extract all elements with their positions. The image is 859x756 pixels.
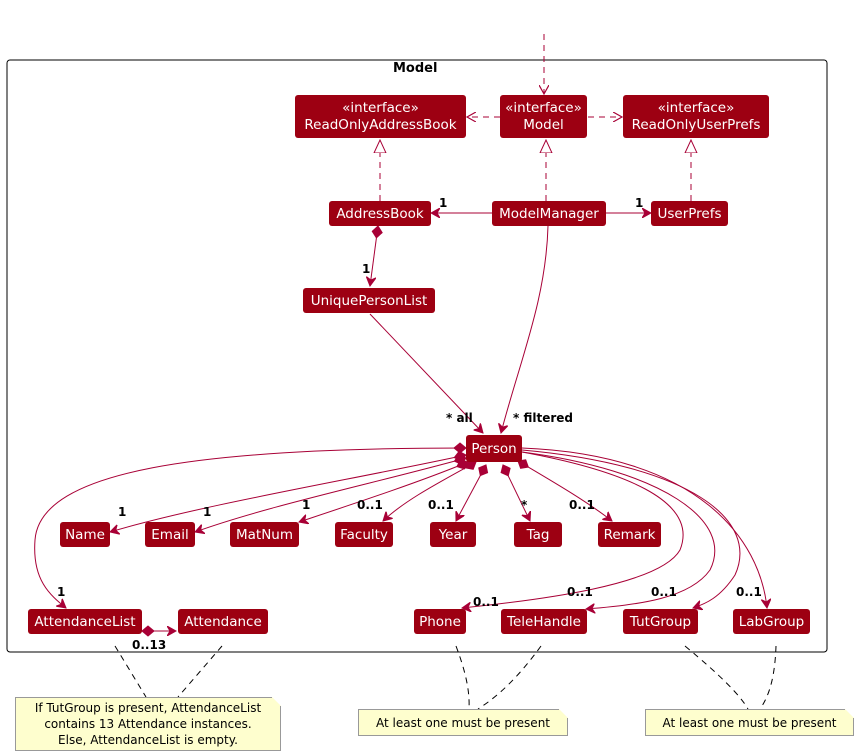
person-to-tutgroup-edge — [521, 449, 741, 608]
multiplicity-phone: 0..1 — [473, 595, 499, 609]
multiplicity-tutgroup: 0..1 — [651, 585, 677, 599]
class-readonlyuserprefs[interactable]: «interface» ReadOnlyUserPrefs — [623, 95, 769, 138]
multiplicity-person-filtered: * filtered — [513, 411, 573, 425]
class-stereotype: «interface» — [505, 99, 582, 116]
multiplicity-matnum: 1 — [302, 498, 311, 512]
model-package-frame — [6, 59, 828, 653]
multiplicity-remark: 0..1 — [569, 498, 595, 512]
uniquepersonlist-to-person-edge — [369, 313, 483, 433]
note-line: contains 13 Attendance instances. — [44, 717, 252, 731]
person-to-phone-edge — [462, 451, 684, 608]
note-line: If TutGroup is present, AttendanceList — [34, 701, 262, 715]
person-to-year-edge — [456, 465, 486, 521]
multiplicity-tag: * — [521, 498, 528, 512]
class-name: Model — [523, 116, 564, 133]
note-link-telehandle — [477, 645, 542, 710]
note-fold — [845, 709, 854, 718]
class-attendancelist[interactable]: AttendanceList — [28, 609, 142, 634]
package-title: Model — [393, 61, 438, 76]
note-line: Else, AttendanceList is empty. — [58, 733, 238, 747]
person-to-telehandle-edge — [521, 451, 716, 609]
note-text: At least one must be present — [376, 715, 550, 730]
multiplicity-person-all: * all — [446, 411, 473, 425]
class-name: ReadOnlyAddressBook — [304, 116, 457, 133]
note-link-labgroup — [759, 645, 777, 710]
multiplicity-attendancelist: 1 — [57, 585, 66, 599]
manager-to-person-filtered-edge — [501, 225, 549, 433]
person-to-remark-edge — [518, 461, 612, 521]
multiplicity-year: 0..1 — [428, 498, 454, 512]
person-to-name-edge — [110, 455, 466, 532]
person-to-tag-edge — [503, 465, 530, 521]
class-stereotype: «interface» — [657, 99, 735, 116]
multiplicity-email: 1 — [203, 505, 212, 519]
class-email[interactable]: Email — [145, 522, 195, 547]
multiplicity-telehandle: 0..1 — [567, 585, 593, 599]
class-phone[interactable]: Phone — [414, 609, 466, 634]
class-tag[interactable]: Tag — [514, 522, 562, 547]
class-readonlyaddressbook[interactable]: «interface» ReadOnlyAddressBook — [295, 95, 466, 138]
note-text: At least one must be present — [662, 715, 837, 730]
person-to-matnum-edge — [299, 462, 468, 522]
class-name: ReadOnlyUserPrefs — [631, 116, 761, 133]
note-contact: At least one must be present — [358, 709, 568, 736]
note-attendance: If TutGroup is present, AttendanceList c… — [15, 697, 281, 751]
addressbook-uniquepersonlist-edge — [370, 226, 378, 286]
note-group: At least one must be present — [645, 709, 854, 736]
person-to-labgroup-edge — [521, 447, 767, 608]
class-year[interactable]: Year — [430, 522, 476, 547]
class-userprefs[interactable]: UserPrefs — [651, 201, 728, 226]
note-fold — [559, 709, 568, 718]
class-model[interactable]: «interface» Model — [500, 95, 587, 138]
note-link-tutgroup — [684, 645, 749, 710]
class-attendance[interactable]: Attendance — [178, 609, 268, 634]
class-telehandle[interactable]: TeleHandle — [501, 609, 587, 634]
class-tutgroup[interactable]: TutGroup — [623, 609, 698, 634]
class-matnum[interactable]: MatNum — [230, 522, 299, 547]
person-to-attendancelist-edge — [34, 448, 466, 608]
person-to-email-edge — [195, 458, 466, 532]
multiplicity-uniquepersonlist: 1 — [362, 262, 371, 276]
class-stereotype: «interface» — [342, 99, 419, 116]
class-name-attr[interactable]: Name — [60, 522, 110, 547]
class-uniquepersonlist[interactable]: UniquePersonList — [303, 288, 435, 313]
class-person[interactable]: Person — [466, 435, 522, 462]
class-modelmanager[interactable]: ModelManager — [492, 201, 606, 226]
note-link-phone — [455, 645, 470, 710]
multiplicity-userprefs: 1 — [635, 196, 644, 210]
note-fold — [272, 697, 281, 706]
note-link-attendance — [177, 645, 223, 698]
multiplicity-addressbook: 1 — [439, 196, 448, 210]
class-labgroup[interactable]: LabGroup — [733, 609, 810, 634]
multiplicity-name: 1 — [118, 505, 127, 519]
class-remark[interactable]: Remark — [598, 522, 661, 547]
multiplicity-attendance: 0..13 — [132, 638, 167, 652]
class-faculty[interactable]: Faculty — [335, 522, 393, 547]
multiplicity-faculty: 0..1 — [357, 498, 383, 512]
note-link-attendancelist — [114, 645, 147, 698]
multiplicity-labgroup: 0..1 — [736, 585, 762, 599]
person-to-faculty-edge — [383, 462, 476, 521]
class-addressbook[interactable]: AddressBook — [329, 201, 431, 226]
